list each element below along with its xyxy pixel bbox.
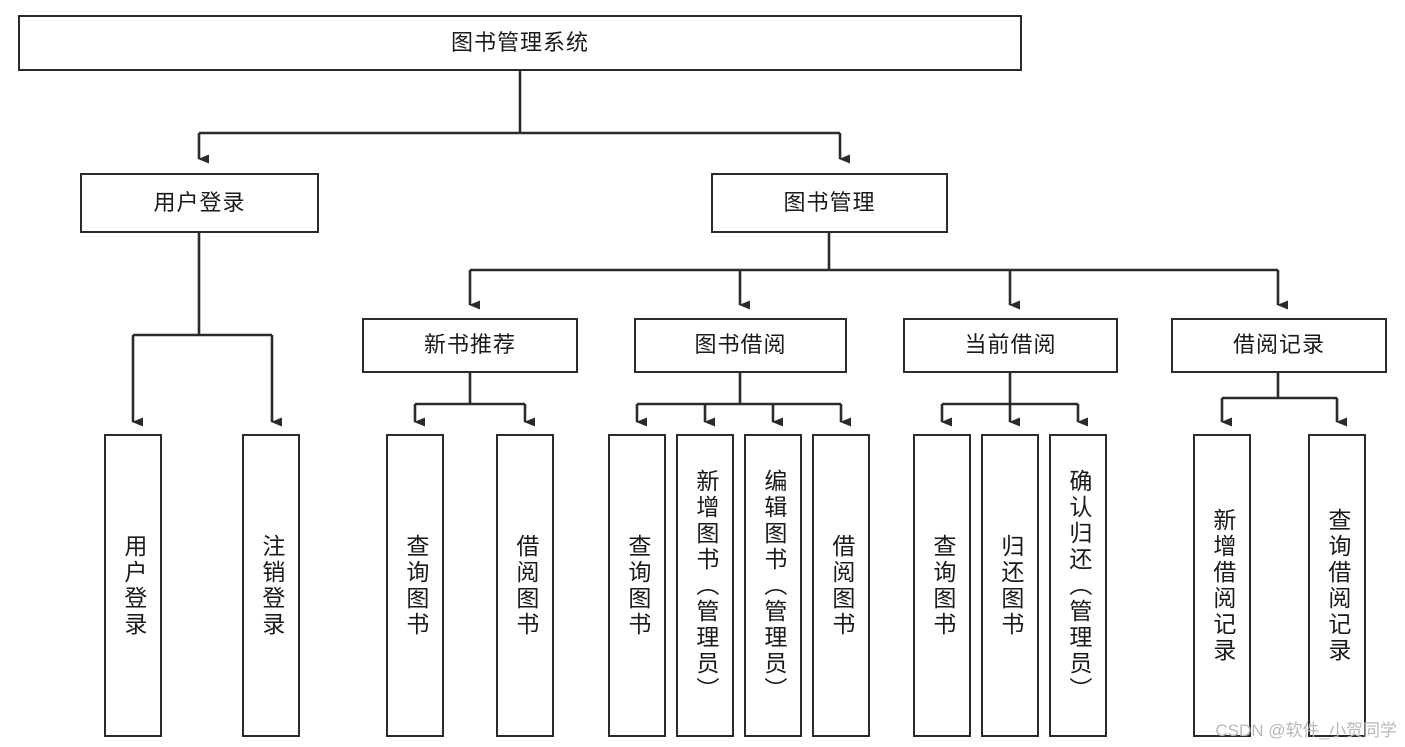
node-leaf-query-book-1[interactable]: 查询图书: [386, 434, 444, 737]
node-user-login[interactable]: 用户登录: [80, 173, 319, 233]
node-leaf-user-login[interactable]: 用户登录: [104, 434, 162, 737]
node-root-system[interactable]: 图书管理系统: [18, 15, 1022, 71]
node-label: 注销登录: [258, 533, 285, 638]
node-leaf-return-book[interactable]: 归还图书: [981, 434, 1039, 737]
node-leaf-query-record[interactable]: 查询借阅记录: [1308, 434, 1366, 737]
node-leaf-borrow-book-1[interactable]: 借阅图书: [496, 434, 554, 737]
node-new-book-recommend[interactable]: 新书推荐: [362, 318, 578, 373]
node-leaf-borrow-book-2[interactable]: 借阅图书: [812, 434, 870, 737]
node-label: 新增借阅记录: [1209, 507, 1236, 664]
node-label: 借阅图书: [828, 533, 855, 638]
node-label: 用户登录: [153, 189, 246, 215]
node-current-borrow[interactable]: 当前借阅: [903, 318, 1118, 373]
node-label: 查询图书: [402, 533, 429, 638]
node-label: 归还图书: [997, 533, 1024, 638]
node-label: 借阅记录: [1232, 332, 1325, 358]
node-leaf-edit-book[interactable]: 编辑图书（管理员）: [744, 434, 802, 737]
node-label: 新增图书（管理员）: [692, 468, 719, 703]
node-label: 用户登录: [120, 533, 147, 638]
node-label: 新书推荐: [423, 332, 516, 358]
node-book-manage[interactable]: 图书管理: [711, 173, 948, 233]
node-label: 编辑图书（管理员）: [760, 468, 787, 703]
node-leaf-add-record[interactable]: 新增借阅记录: [1193, 434, 1251, 737]
node-leaf-confirm-return[interactable]: 确认归还（管理员）: [1049, 434, 1107, 737]
node-label: 确认归还（管理员）: [1065, 468, 1092, 703]
node-book-borrow[interactable]: 图书借阅: [634, 318, 847, 373]
node-label: 借阅图书: [512, 533, 539, 638]
node-label: 图书借阅: [694, 332, 787, 358]
csdn-watermark: CSDN @软件_小贺同学: [1215, 721, 1397, 740]
node-label: 图书管理: [783, 189, 876, 215]
node-label: 查询借阅记录: [1324, 507, 1351, 664]
node-borrow-record[interactable]: 借阅记录: [1171, 318, 1387, 373]
node-label: 图书管理系统: [450, 29, 589, 55]
node-label: 查询图书: [929, 533, 956, 638]
node-label: 当前借阅: [964, 332, 1057, 358]
node-leaf-query-book-3[interactable]: 查询图书: [913, 434, 971, 737]
node-label: 查询图书: [624, 533, 651, 638]
node-leaf-add-book[interactable]: 新增图书（管理员）: [676, 434, 734, 737]
node-leaf-query-book-2[interactable]: 查询图书: [608, 434, 666, 737]
node-leaf-logout-login[interactable]: 注销登录: [242, 434, 300, 737]
